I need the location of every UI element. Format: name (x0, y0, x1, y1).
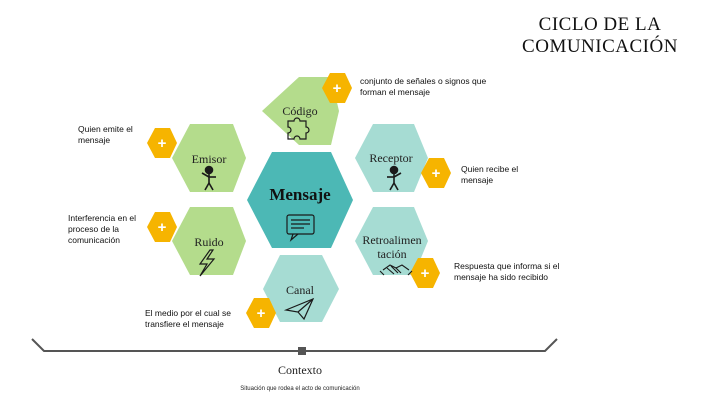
desc-canal: El medio por el cual se transfiere el me… (145, 308, 231, 329)
lightning-icon (198, 249, 216, 277)
label-canal: Canal (286, 283, 314, 297)
hex-receptor (355, 124, 428, 192)
person-icon (387, 165, 402, 191)
person-icon (201, 165, 216, 191)
plus-button-emisor[interactable]: + (147, 128, 177, 158)
hex-canal (263, 255, 339, 322)
message-icon (286, 214, 315, 242)
label-receptor: Receptor (369, 151, 413, 165)
plus-button-ruido[interactable]: + (147, 212, 177, 242)
hex-codigo (262, 77, 339, 145)
label-mensaje: Mensaje (269, 185, 331, 204)
context-description: Situación que rodea el acto de comunicac… (240, 386, 360, 392)
plus-icon: + (432, 165, 441, 182)
label-emisor: Emisor (191, 152, 227, 166)
paper-plane-icon (283, 297, 315, 321)
label-codigo: Código (282, 104, 318, 118)
plus-icon: + (421, 265, 430, 282)
desc-receptor: Quien recibe el mensaje (461, 164, 519, 185)
context-bar (31, 338, 558, 352)
puzzle-icon (287, 117, 310, 140)
desc-codigo: conjunto de señales o signos que forman … (360, 76, 487, 97)
label-ruido: Ruido (194, 235, 224, 249)
desc-emisor: Quien emite el mensaje (78, 124, 133, 145)
context-marker (298, 347, 306, 355)
hex-emisor (172, 124, 246, 192)
plus-icon: + (158, 219, 167, 236)
desc-retro: Respuesta que informa si el mensaje ha s… (454, 261, 560, 282)
handshake-icon (379, 264, 413, 276)
hex-mensaje (247, 152, 353, 248)
plus-icon: + (257, 305, 266, 322)
page-title: CICLO DE LA COMUNICACIÓN (522, 14, 678, 57)
hex-ruido (172, 207, 246, 275)
plus-icon: + (158, 135, 167, 152)
plus-button-codigo[interactable]: + (322, 73, 352, 103)
context-label: Contexto (278, 363, 322, 377)
plus-button-canal[interactable]: + (246, 298, 276, 328)
plus-icon: + (333, 80, 342, 97)
plus-button-retro[interactable]: + (410, 258, 440, 288)
hex-retro (355, 207, 428, 275)
desc-ruido: Interferencia en el proceso de la comuni… (68, 213, 137, 245)
plus-button-receptor[interactable]: + (421, 158, 451, 188)
label-retro: Retroalimen tación (362, 233, 422, 261)
